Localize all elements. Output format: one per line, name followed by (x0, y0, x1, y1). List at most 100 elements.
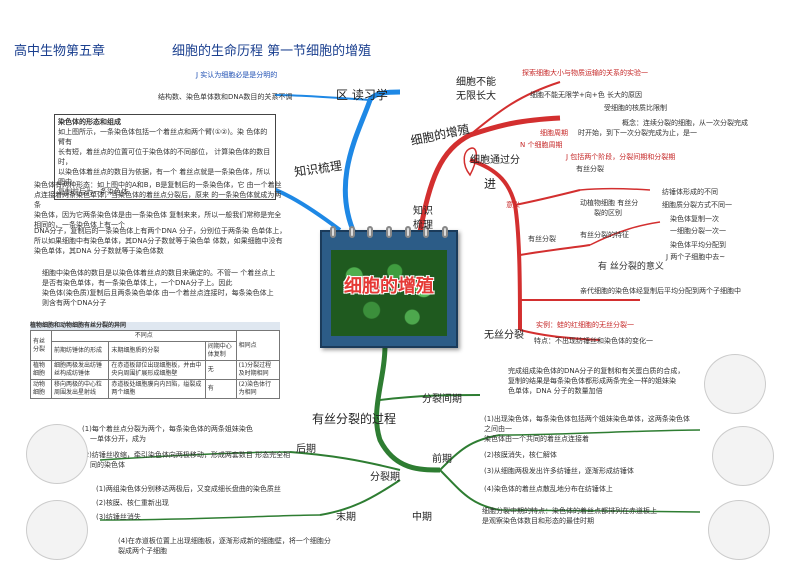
telophase-notes-2: (4)在赤道板位置上出现细胞板，逐渐形成新的细胞壁，将一个细胞分 裂成两个子细胞 (118, 536, 338, 556)
branch-bottom: 有丝分裂的过程 (312, 412, 397, 426)
branch-top-left: 区 读习学 (336, 88, 388, 102)
table-cell: 植物细胞 (30, 360, 52, 380)
text-line: (1)出现染色体，每条染色体包括两个姐妹染色单体，这两条染色体之间由一 (484, 415, 690, 433)
note-tr-9: 有丝分裂 (576, 165, 604, 173)
table-row: 植物细胞 细胞两极发出纺锤丝构成纺锤体 在赤道板部位出现细胞板，并由中央向周围扩… (30, 360, 281, 380)
text-line: 染色体有两种形态：如上图中的A和B，B是复制后的一条染色体，它 由一个着丝 (34, 181, 282, 189)
text-line: 相同的，一条染色体上有一个 (34, 221, 125, 229)
note-r-b1: 动植物细胞 有丝分 (580, 199, 639, 207)
table-header: 末期细胞质的分裂 (108, 341, 206, 361)
note-r-b8: 亲代细胞的染色体经复制后平均分配到两个子细胞中 (580, 287, 741, 295)
note-r-c2: 特点：不出现纺锤丝和染色体的变化一 (534, 337, 653, 345)
comparison-table: 植物细胞和动物细胞有丝分裂的异同 有丝分裂 不同点 相同点 前期纺锤体的形成 末… (30, 322, 281, 399)
text-line: 同的染色体 (90, 461, 125, 469)
text-line: (2)纺锤丝收缩，牵引染色体向两极移动，形成两套数目 形态完全相 (82, 451, 291, 459)
left-text-1: 染色体有两种形态：如上图中的A和B，B是复制后的一条染色体，它 由一个着丝 点连… (34, 180, 284, 230)
note-top-2: 结构数、染色单体数和DNA数目的关系不调 (158, 93, 293, 101)
note-tr-4: 概念：连续分裂的细胞，从一次分裂完成 (622, 119, 748, 127)
note-tr-8: J 包括两个阶段，分裂间期和分裂期 (566, 153, 676, 161)
text-line: (3)纺锤丝消失 (96, 513, 141, 521)
branch-right-process: 细胞通过分 (470, 155, 520, 166)
branch-right-limit: 细胞不能 无限长大 (456, 77, 496, 102)
text-line: (2)核膜消失，核仁解体 (484, 451, 557, 459)
note-r-a6: J 两个子细胞中去~ (666, 253, 726, 261)
text-line: 染色体(染色质)复制后且两条染色单体 由一个着丝点连接时，每条染色体上 (42, 289, 274, 297)
table-grid: 有丝分裂 不同点 相同点 前期纺锤体的形成 末期细胞质的分裂 间期中心体复制 植… (30, 330, 281, 399)
branch-mid: 中期 (412, 512, 432, 523)
text-line: (1)两组染色体分别移达两极后，又变成细长盘曲的染色质丝 (96, 485, 281, 493)
cell-illustration (712, 426, 774, 486)
table-title: 植物细胞和动物细胞有丝分裂的异同 (30, 322, 280, 330)
prophase-notes: (1)出现染色体，每条染色体包括两个姐妹染色单体，这两条染色体之间由一 染色体由… (484, 414, 694, 494)
text-line: (2)核膜、核仁重新出现 (96, 499, 169, 507)
text-line: 染色体由一个共同的着丝点连接着 (484, 435, 589, 443)
text-line: 染色体，因为它两条染色体是由一条染色体 复制来来，所以一般我们常称是完全 (34, 211, 282, 219)
cell-illustration (26, 500, 88, 560)
note-tr-1: 探索细胞大小与物质运输的关系的实验一 (522, 69, 648, 77)
text-line: 则含有两个DNA分子 (42, 299, 107, 307)
table-cell: 动物细胞 (30, 379, 52, 399)
table-header: 前期纺锤体的形成 (50, 341, 110, 361)
note-r-b3: 有丝分裂的特征 (580, 231, 629, 239)
text-line: (3)从细胞两极发出许多纺锤丝，逐渐形成纺锤体 (484, 467, 634, 475)
branch-right-proc2: 进 (484, 177, 497, 191)
note-tr-6: 时开始，到下一次分裂完成为止，是一 (578, 129, 697, 137)
cell-image (331, 250, 447, 336)
anaphase-notes: (1)每个着丝点分裂为两个，每条染色体的两条姐妹染色 一单体分开，成为 (2)纺… (82, 424, 292, 470)
table-cell: (1)分裂过程及时期相同 (235, 360, 281, 380)
note-r-a1: 纺锤体形成的不同 (662, 188, 718, 196)
note-tr-2: 细胞不能无限学+向+色 长大的原因 (530, 91, 642, 99)
note-r-a3: 染色体复制一次 (670, 215, 719, 223)
text-line: 点连接着两条染色单体，当染色体的着丝点分裂后，原来 的一条染色体就成为两条 (34, 191, 282, 209)
chromosome-box: 染色体的形态和组成 如上图所示，一条染色体包括一个着丝点和两个臂(①②)。染 色… (54, 114, 276, 200)
header-left: 高中生物第五章 (14, 44, 106, 59)
metaphase-notes: 细胞分裂中期的特点：染色体的着丝点都排列在赤道板上 是观察染色体数目和形态的最佳… (482, 506, 702, 526)
note-tr-5: 细胞周期 (540, 129, 568, 137)
note-tr-7: N 个细胞周期 (520, 141, 563, 149)
branch-front: 前期 (432, 454, 452, 465)
interphase-notes: 完成组成染色体的DNA分子的复制和有关蛋白质的合成， 复制的结果是每条染色体都形… (508, 366, 698, 396)
note-r-b2: 裂的区别 (594, 209, 622, 217)
note-r-b6: 有丝分裂 (528, 235, 556, 243)
note-r-a2: 细胞质分裂方式不同一 (662, 201, 732, 209)
table-cell: 赤道板处细胞膜向内凹陷，缢裂成两个细胞 (108, 379, 206, 399)
branch-division-phase: 分裂期 (370, 472, 400, 483)
text-line: 是否有染色单体，有一条染色单体上，一个DNA分子上。因此 (42, 279, 233, 287)
table-cell: 在赤道板部位出现细胞板，并由中央向周围扩展形成细胞壁 (108, 360, 206, 380)
note-r-a5: 染色体平均分配到 (670, 241, 726, 249)
text-line: (4)染色体的着丝点散乱地分布在纺锤体上 (484, 485, 613, 493)
text-line: (4)在赤道板位置上出现细胞板，逐渐形成新的细胞壁，将一个细胞分 (118, 537, 331, 545)
text-line: 完成组成染色体的DNA分子的复制和有关蛋白质的合成， (508, 367, 685, 375)
note-tr-3: 受细胞的核质比限制 (604, 104, 667, 112)
table-cell: (2)染色体行为相同 (235, 379, 281, 399)
calendar-rings (330, 226, 448, 238)
text-line: 一单体分开，成为 (90, 435, 146, 443)
text-line: 细胞中染色体的数目是以染色体着丝点的数目来确定的。不管一 个着丝点上 (42, 269, 276, 277)
branch-amitosis: 无丝分裂 (484, 330, 524, 341)
table-cell: 细胞两极发出纺锤丝构成纺锤体 (50, 360, 110, 380)
cell-illustration (26, 424, 88, 484)
chromosome-box-title: 染色体的形态和组成 (58, 118, 121, 126)
cell-illustration (708, 500, 770, 560)
central-title: 细胞的增殖 (344, 276, 434, 297)
branch-interphase: 分裂间期 (422, 394, 462, 405)
table-cell: 有 (204, 379, 237, 399)
table-header: 相同点 (235, 330, 281, 361)
note-r-c1: 实例：蛙的红细胞的无丝分裂一 (536, 321, 634, 329)
note-r-b5: 意义 (506, 201, 520, 209)
text-line: (1)每个着丝点分裂为两个，每条染色体的两条姐妹染色 (82, 425, 253, 433)
text-line: 是观察染色体数目和形态的最佳时期 (482, 517, 594, 525)
branch-later: 后期 (296, 444, 316, 455)
text-line: 色单体，DNA 分子的数量加倍 (508, 387, 603, 395)
note-r-b7: 有 丝分裂的意义 (598, 262, 664, 272)
left-text-2: DNA分子，复制后的一条染色体上有两个DNA 分子，分别位于两条染 色单体上， … (34, 226, 294, 256)
text-line: 细胞分裂中期的特点：染色体的着丝点都排列在赤道板上 (482, 507, 657, 515)
header-center: 细胞的生命历程 第一节细胞的增殖 (172, 44, 372, 59)
left-text-3: 细胞中染色体的数目是以染色体着丝点的数目来确定的。不管一 个着丝点上 是否有染色… (42, 268, 292, 308)
central-topic: 细胞的增殖 (320, 226, 458, 348)
text-line: 复制的结果是每条染色体都形成两条完全一样的姐妹染 (508, 377, 676, 385)
table-header: 不同点 (50, 330, 237, 342)
chromosome-box-line: 长有短，着丝点的位置可位于染色体的不同部位， 计算染色体的数目时， (58, 148, 271, 166)
cell-illustration (704, 354, 766, 414)
table-cell: 移向两极的中心粒周围发出星射线 (50, 379, 110, 399)
